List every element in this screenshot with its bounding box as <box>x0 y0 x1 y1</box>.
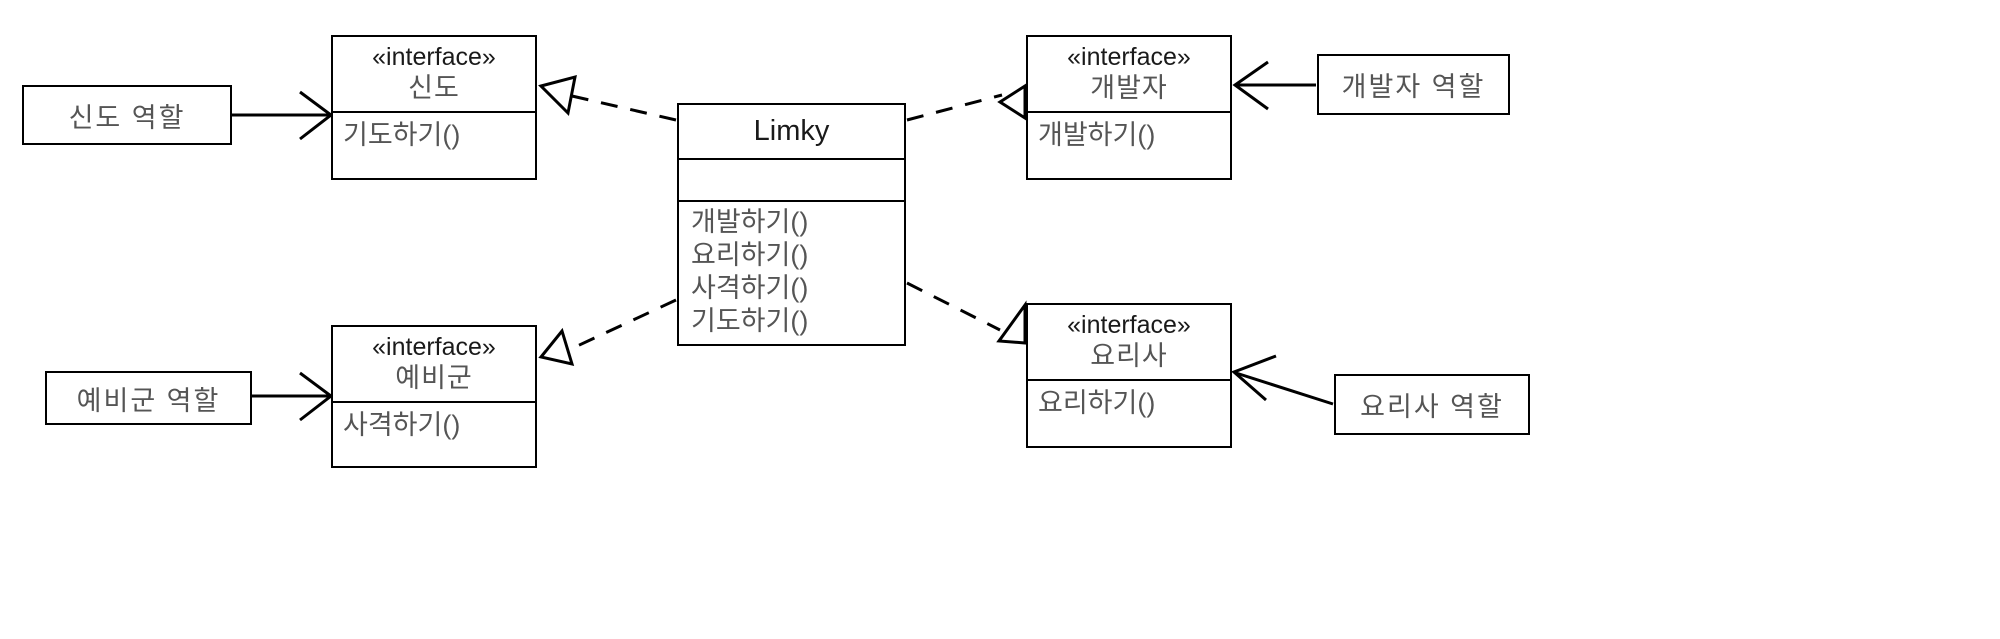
interface-operations: 사격하기() <box>333 403 535 449</box>
interface-box-cook[interactable]: «interface» 요리사 요리하기() <box>1026 303 1232 448</box>
interface-name: 예비군 <box>395 363 473 393</box>
actor-label: 요리사 역할 <box>1360 392 1504 422</box>
operation-item: 기도하기() <box>691 306 809 336</box>
interface-name: 개발자 <box>1090 73 1168 103</box>
interface-box-reserve[interactable]: «interface» 예비군 사격하기() <box>331 325 537 468</box>
interface-operations: 요리하기() <box>1028 381 1230 427</box>
edge-believer-role-to-believer <box>232 90 334 141</box>
actor-box-cook-role[interactable]: 요리사 역할 <box>1334 374 1530 435</box>
interface-header: «interface» 예비군 <box>333 327 535 403</box>
edge-developer-role-to-developer <box>1232 60 1316 111</box>
operation-item: 사격하기() <box>343 410 461 440</box>
interface-operations: 개발하기() <box>1028 113 1230 159</box>
actor-label: 신도 역할 <box>68 102 186 133</box>
class-attributes-compartment <box>679 160 904 202</box>
operation-item: 사격하기() <box>691 273 809 303</box>
edge-limky-realizes-cook <box>906 281 1027 345</box>
class-box-limky[interactable]: Limky 개발하기() 요리하기() 사격하기() 기도하기() <box>677 103 906 346</box>
operation-item: 개발하기() <box>1038 120 1156 150</box>
interface-box-developer[interactable]: «interface» 개발자 개발하기() <box>1026 35 1232 180</box>
operation-item: 개발하기() <box>691 207 809 237</box>
edge-limky-realizes-developer <box>906 83 1027 122</box>
operation-item: 요리하기() <box>691 240 809 270</box>
class-name: Limky <box>679 105 904 160</box>
interface-operations: 기도하기() <box>333 113 535 159</box>
actor-box-developer-role[interactable]: 개발자 역할 <box>1317 54 1510 115</box>
class-operations-compartment: 개발하기() 요리하기() 사격하기() 기도하기() <box>679 202 904 346</box>
interface-header: «interface» 신도 <box>333 37 535 113</box>
actor-label: 예비군 역할 <box>76 385 221 416</box>
interface-stereotype: «interface» <box>372 43 496 71</box>
actor-box-believer-role[interactable]: 신도 역할 <box>22 85 232 145</box>
actor-label: 개발자 역할 <box>1341 72 1486 102</box>
operation-item: 요리하기() <box>1038 388 1156 418</box>
interface-name: 신도 <box>408 73 460 103</box>
actor-box-reserve-role[interactable]: 예비군 역할 <box>45 371 252 425</box>
interface-box-believer[interactable]: «interface» 신도 기도하기() <box>331 35 537 180</box>
interface-stereotype: «interface» <box>1067 43 1191 71</box>
operation-item: 기도하기() <box>343 120 461 150</box>
interface-header: «interface» 요리사 <box>1028 305 1230 381</box>
edge-limky-realizes-reserve <box>538 298 677 367</box>
interface-stereotype: «interface» <box>1067 311 1191 339</box>
edge-reserve-role-to-reserve <box>252 371 334 422</box>
interface-header: «interface» 개발자 <box>1028 37 1230 113</box>
interface-stereotype: «interface» <box>372 333 496 361</box>
edge-cook-role-to-cook <box>1231 354 1334 406</box>
interface-name: 요리사 <box>1090 341 1168 371</box>
edge-limky-realizes-believer <box>538 74 677 122</box>
